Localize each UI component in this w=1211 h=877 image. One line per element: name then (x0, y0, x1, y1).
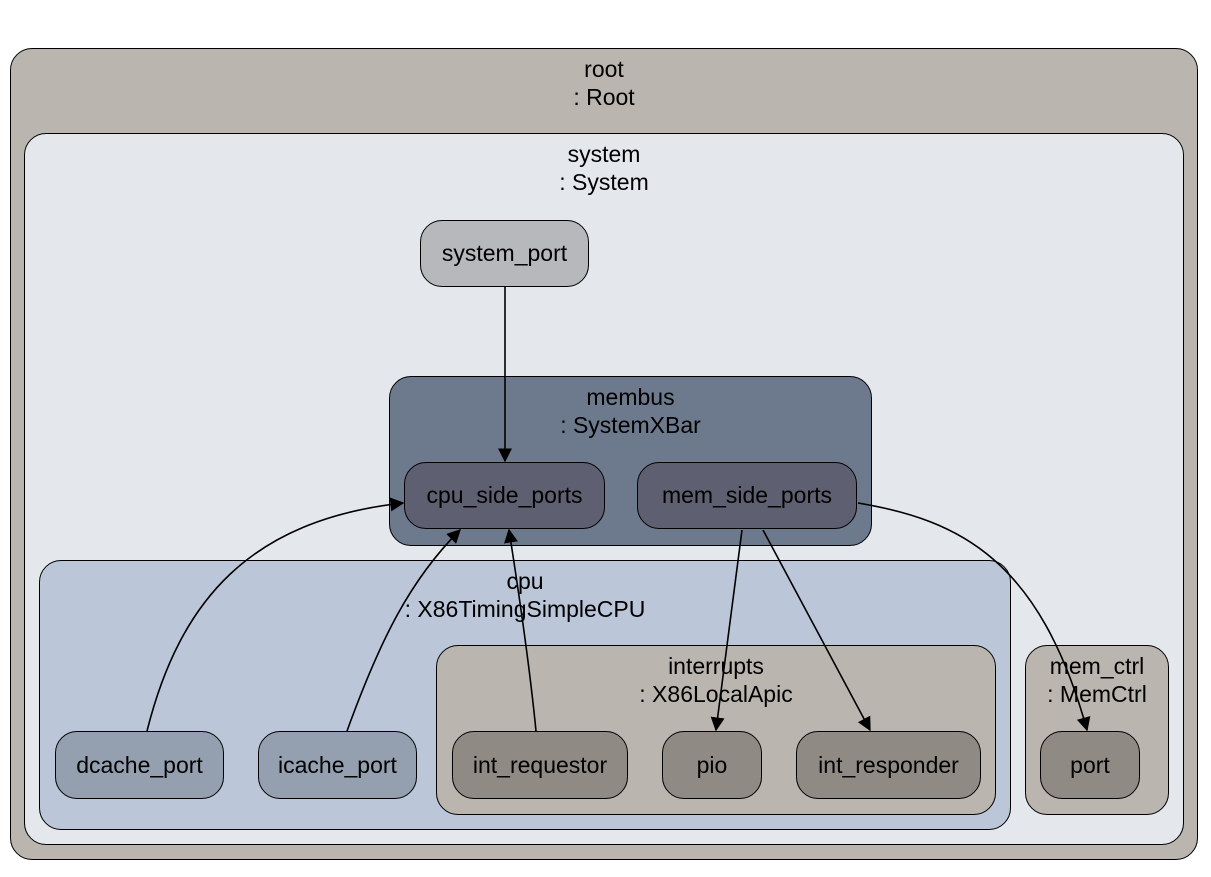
int-responder-node: int_responder (796, 731, 981, 799)
membus-cluster-title: membus : SystemXBar (560, 384, 701, 438)
system-port-node: system_port (420, 220, 589, 287)
system-cluster-title: system : System (559, 141, 649, 195)
mem-ctrl-cluster-title: mem_ctrl : MemCtrl (1047, 653, 1147, 707)
mem-side-ports-node: mem_side_ports (637, 462, 857, 529)
root-cluster-title: root : Root (573, 56, 635, 110)
cpu-side-ports-node: cpu_side_ports (404, 462, 605, 529)
dcache-port-node: dcache_port (55, 731, 224, 799)
cpu-cluster-title: cpu : X86TimingSimpleCPU (404, 568, 646, 622)
pio-node: pio (662, 731, 762, 799)
interrupts-cluster-title: interrupts : X86LocalApic (639, 653, 793, 707)
int-requestor-node: int_requestor (452, 731, 628, 799)
port-node: port (1040, 731, 1140, 799)
icache-port-node: icache_port (258, 731, 417, 799)
